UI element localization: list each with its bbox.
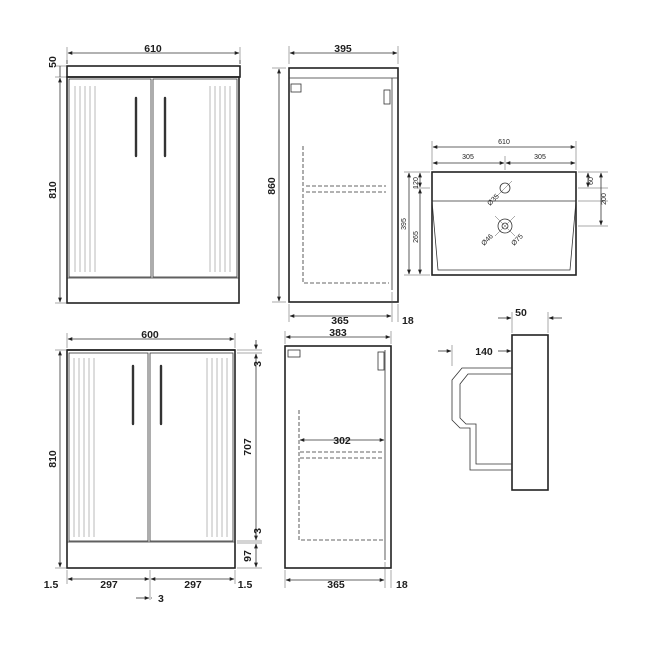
dim-basin-60: 60 xyxy=(588,177,595,185)
dim-door-297-right: 297 xyxy=(184,579,202,591)
right-door xyxy=(152,78,238,278)
right-door-flutes-b xyxy=(206,358,228,537)
side-body-b xyxy=(284,345,392,569)
dim-basin-265: 265 xyxy=(413,231,420,243)
front-view-with-basin: 610 50 810 xyxy=(47,43,241,304)
dim-basin-395: 395 xyxy=(401,218,408,230)
waste-bracket xyxy=(290,83,302,93)
left-door-flutes-b xyxy=(73,358,95,537)
dim-basin-120: 120 xyxy=(413,177,420,189)
hinge-block xyxy=(383,89,391,105)
side-view-worktop: 302 383 365 18 xyxy=(284,327,408,591)
dim-basin-50: 50 xyxy=(47,56,59,68)
dim-basin-200: 200 xyxy=(601,193,608,205)
dim-width-610: 610 xyxy=(144,43,162,55)
dim-reveal-1-5-right: 1.5 xyxy=(238,579,253,591)
dim-basin-305-left: 305 xyxy=(462,154,474,161)
basin-plan-view: 610 305 305 395 120 265 60 200 Ø35 Ø46 Ø… xyxy=(401,139,608,276)
dim-depth-365-top: 365 xyxy=(331,315,349,327)
dim-dia-35: Ø35 xyxy=(486,193,500,207)
dim-door-297-left: 297 xyxy=(100,579,118,591)
left-door-b xyxy=(68,352,149,542)
dim-gap-3-bottom: 3 xyxy=(252,528,264,534)
dim-door-707: 707 xyxy=(242,438,254,456)
left-door xyxy=(68,78,152,278)
dim-18-bottom: 18 xyxy=(396,579,408,591)
dim-reveal-1-5-left: 1.5 xyxy=(44,579,59,591)
dim-basin-305-right: 305 xyxy=(534,154,546,161)
right-door-b xyxy=(149,352,234,542)
side-view-with-basin: 395 860 365 18 xyxy=(266,43,414,327)
dim-projection-140: 140 xyxy=(475,346,493,358)
left-door-flutes xyxy=(74,86,96,272)
hinge-block-b xyxy=(377,351,385,371)
cabinet-body xyxy=(66,76,240,304)
dim-shelf-302: 302 xyxy=(333,435,351,447)
dim-depth-383: 383 xyxy=(329,327,347,339)
dim-width-600: 600 xyxy=(141,329,159,341)
basin-outline xyxy=(431,171,577,276)
basin-top xyxy=(66,65,241,78)
dim-depth-395: 395 xyxy=(334,43,352,55)
worktop-section-view: 50 140 xyxy=(438,307,562,491)
dim-dia-75: Ø75 xyxy=(510,233,524,247)
tap-body-inner xyxy=(459,373,512,465)
tap-hole xyxy=(499,182,511,194)
dim-worktop-50: 50 xyxy=(515,307,527,319)
dim-depth-365-bottom: 365 xyxy=(327,579,345,591)
basin-bowl xyxy=(431,200,577,271)
side-bracket-b xyxy=(287,349,301,358)
waste-outlet xyxy=(497,218,513,234)
dim-basin-610: 610 xyxy=(498,139,510,146)
dim-dia-46: Ø46 xyxy=(480,233,494,247)
dim-height-860: 860 xyxy=(266,177,278,195)
side-body xyxy=(288,67,399,303)
cabinet-body-b xyxy=(66,349,236,569)
dim-gap-3-top: 3 xyxy=(252,361,264,367)
tap-body-outline xyxy=(451,367,512,471)
worktop-block xyxy=(511,334,549,491)
dim-door-gap-3: 3 xyxy=(158,593,164,605)
front-view-worktop: 600 810 3 707 3 97 1.5 297 297 1.5 3 xyxy=(44,329,264,605)
dim-height-810-top: 810 xyxy=(47,181,59,199)
dim-plinth-97: 97 xyxy=(242,550,254,562)
dim-height-810-bottom: 810 xyxy=(47,450,59,468)
dim-18-top: 18 xyxy=(402,315,414,327)
right-door-flutes xyxy=(209,86,231,272)
